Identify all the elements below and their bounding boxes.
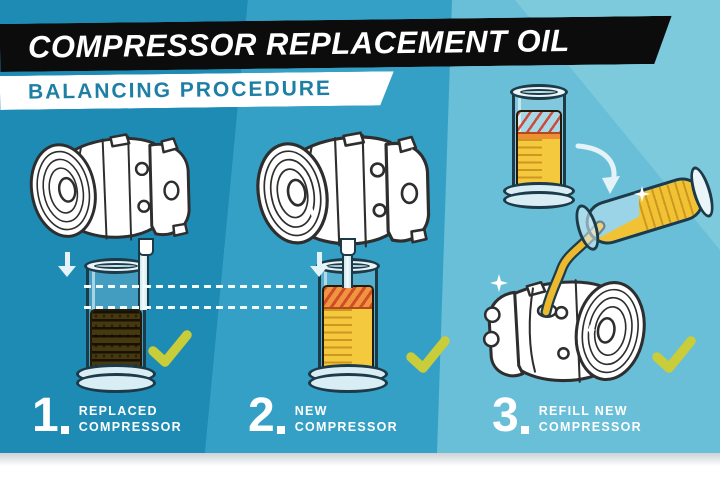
oil-level-dashed-line-lower: [84, 306, 312, 309]
step-1-text: REPLACED COMPRESSOR: [78, 404, 182, 434]
step-1-number-dot: [60, 426, 69, 435]
oil-level-band: [518, 134, 560, 139]
oil-level-dashed-line-upper: [84, 285, 312, 288]
step-3-text: REFILL NEW COMPRESSOR: [538, 404, 642, 434]
step-2-text: NEW COMPRESSOR: [294, 404, 398, 434]
old-compressor-illustration: [24, 133, 191, 243]
step-2-label: 2 NEW COMPRESSOR: [248, 389, 398, 442]
page-title: COMPRESSOR REPLACEMENT OIL: [27, 23, 570, 65]
step-2-number-dot: [276, 426, 285, 435]
step-3-label: 3 REFILL NEW COMPRESSOR: [492, 389, 642, 442]
measuring-cylinder-old-oil: [76, 258, 156, 393]
cylinder-rim: [84, 258, 148, 274]
new-oil-fill: [324, 309, 372, 373]
step-2-number: 2: [248, 389, 275, 442]
down-arrow-icon: [58, 252, 76, 277]
subtitle-banner: BALANCING PROCEDURE: [0, 71, 394, 110]
page-subtitle: BALANCING PROCEDURE: [27, 76, 333, 104]
title-banner: COMPRESSOR REPLACEMENT OIL: [0, 16, 672, 72]
old-oil-volume: [90, 309, 142, 373]
new-oil-volume: [322, 285, 374, 375]
step-3-number: 3: [492, 389, 519, 442]
drain-outlet: [138, 238, 154, 256]
check-icon: [148, 330, 192, 368]
step-3-number-dot: [520, 426, 529, 435]
step-1-label: 1 REPLACED COMPRESSOR: [32, 389, 182, 442]
check-icon: [406, 336, 450, 374]
removed-overfill-zone: [518, 112, 560, 134]
old-oil-drain-stream: [138, 252, 149, 310]
overfill-hatch-zone: [324, 287, 372, 309]
measured-oil-volume: [516, 110, 562, 193]
cylinder-foot: [308, 373, 388, 393]
cylinder-rim: [510, 84, 568, 100]
step-1-number: 1: [32, 389, 59, 442]
cylinder-foot: [76, 373, 156, 393]
curved-arrow-icon: [575, 143, 620, 194]
down-arrow-icon: [310, 252, 328, 277]
drain-outlet: [340, 238, 356, 256]
new-oil-drain-stream: [342, 252, 353, 288]
cylinder-foot: [503, 191, 575, 209]
measured-oil-cylinder: [503, 84, 575, 209]
bottom-white-strip: [0, 453, 720, 483]
check-icon: [652, 336, 696, 374]
